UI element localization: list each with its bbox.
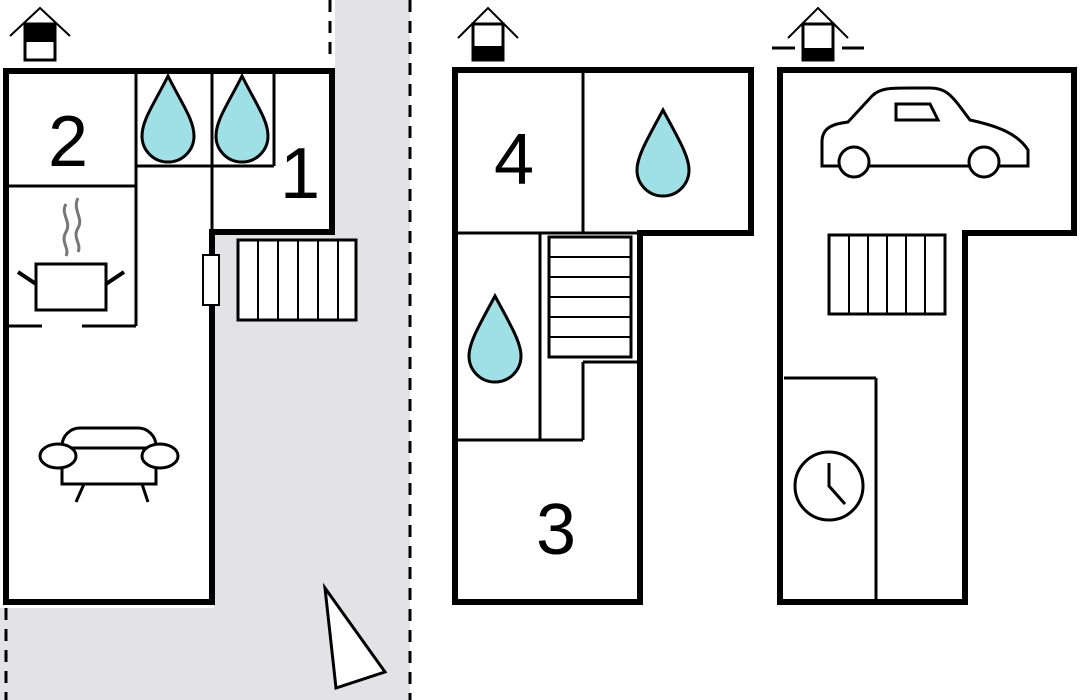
staircase-icon: [827, 233, 947, 316]
north-arrow-icon: [322, 582, 388, 690]
room-number-1: 1: [280, 134, 320, 214]
staircase-icon: [236, 238, 358, 322]
cooking-pot-icon: [16, 197, 126, 312]
water-drop-icon: [140, 72, 196, 164]
room-number-4: 4: [494, 120, 534, 200]
water-drop-icon: [467, 292, 523, 384]
floor-upper-icon: [457, 6, 519, 62]
water-drop-icon: [214, 72, 270, 164]
basement-floor: [777, 67, 1077, 605]
sofa-icon: [38, 426, 180, 503]
entrance-door: [202, 254, 220, 306]
ground-floor: [3, 68, 335, 605]
water-drop-icon: [635, 106, 691, 198]
outdoor-area: [0, 0, 410, 700]
room-number-3: 3: [536, 490, 576, 570]
clock-icon: [793, 450, 865, 522]
floor-ground-icon: [9, 6, 71, 62]
floor-basement-icon: [772, 6, 864, 62]
room-number-2: 2: [48, 102, 88, 182]
car-icon: [820, 86, 1030, 179]
upper-floor: [452, 67, 754, 605]
staircase-icon: [547, 235, 633, 359]
